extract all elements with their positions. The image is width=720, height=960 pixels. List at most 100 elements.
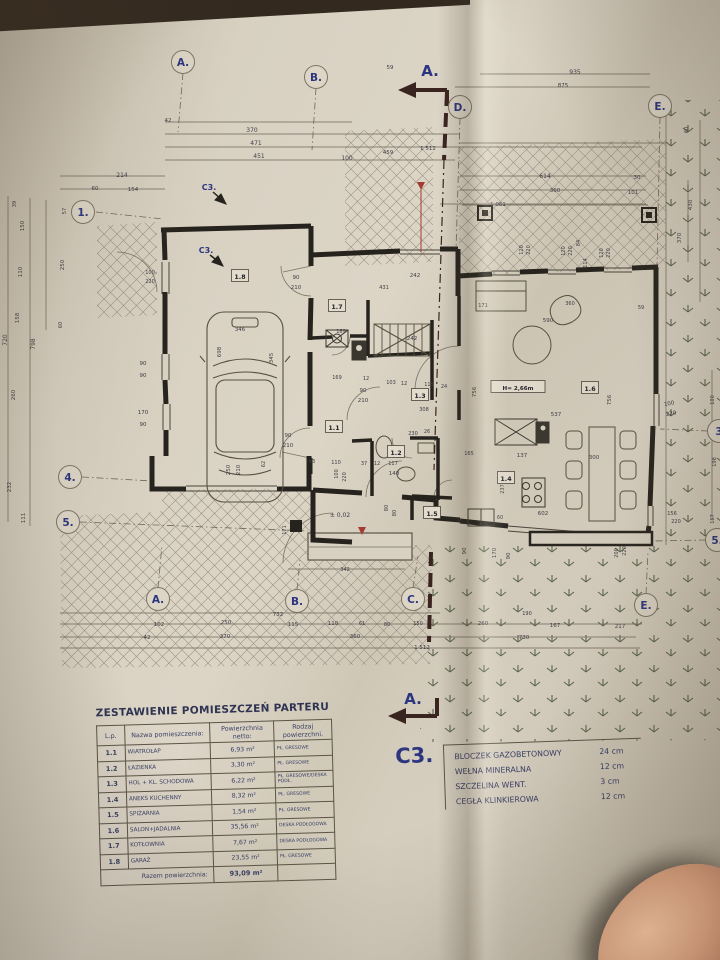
bathroom-fixtures bbox=[375, 435, 435, 482]
svg-text:57: 57 bbox=[62, 208, 68, 214]
svg-text:39: 39 bbox=[12, 201, 18, 207]
svg-text:100: 100 bbox=[334, 469, 340, 479]
svg-text:431: 431 bbox=[379, 285, 389, 291]
columns bbox=[290, 205, 657, 532]
svg-text:150: 150 bbox=[20, 220, 26, 231]
svg-text:59: 59 bbox=[638, 305, 644, 311]
svg-text:± 0,02: ± 0,02 bbox=[330, 512, 350, 519]
svg-text:61: 61 bbox=[359, 621, 365, 627]
svg-text:1.: 1. bbox=[77, 207, 88, 219]
svg-text:720: 720 bbox=[2, 334, 9, 346]
svg-text:12: 12 bbox=[374, 461, 380, 467]
wall-legend-code: C3. bbox=[394, 742, 434, 769]
svg-text:A.: A. bbox=[177, 57, 189, 69]
svg-text:102: 102 bbox=[154, 622, 165, 628]
svg-text:1.1: 1.1 bbox=[328, 425, 339, 432]
car bbox=[199, 311, 291, 503]
axis-bubble-a-bottom: A. bbox=[146, 587, 170, 611]
axis-bubble-b-top: B. bbox=[304, 65, 328, 89]
room-schedule: ZESTAWIENIE POMIESZCZEŃ PARTERU L.p. Naz… bbox=[96, 701, 341, 886]
svg-text:140: 140 bbox=[389, 471, 400, 477]
svg-text:12: 12 bbox=[363, 376, 369, 382]
svg-text:90: 90 bbox=[462, 547, 468, 554]
svg-text:103: 103 bbox=[386, 380, 396, 386]
svg-text:260: 260 bbox=[478, 621, 489, 627]
svg-text:156: 156 bbox=[667, 511, 677, 517]
svg-text:169: 169 bbox=[332, 375, 342, 381]
svg-text:5.: 5. bbox=[62, 517, 73, 529]
svg-text:C3.: C3. bbox=[202, 183, 216, 192]
svg-text:100: 100 bbox=[710, 395, 716, 405]
svg-text:220: 220 bbox=[568, 246, 574, 256]
svg-text:1 512: 1 512 bbox=[420, 146, 436, 152]
axis-bubble-c-bottom: C. bbox=[401, 587, 425, 611]
svg-text:217: 217 bbox=[615, 624, 626, 630]
svg-text:165: 165 bbox=[464, 451, 474, 457]
svg-text:E.: E. bbox=[654, 101, 665, 113]
svg-text:110: 110 bbox=[328, 621, 339, 627]
svg-text:220: 220 bbox=[342, 472, 348, 482]
svg-text:237: 237 bbox=[500, 484, 506, 494]
svg-text:614: 614 bbox=[539, 173, 551, 180]
svg-text:190: 190 bbox=[522, 611, 532, 617]
col-header-lp: L.p. bbox=[96, 725, 125, 746]
svg-text:90: 90 bbox=[360, 388, 367, 394]
stairs bbox=[373, 323, 431, 357]
svg-text:B.: B. bbox=[310, 72, 322, 84]
terrace-bench bbox=[528, 530, 654, 547]
svg-text:115: 115 bbox=[288, 622, 299, 628]
svg-text:1.4: 1.4 bbox=[500, 476, 512, 483]
svg-text:B.: B. bbox=[291, 596, 303, 608]
svg-text:43: 43 bbox=[309, 459, 315, 465]
svg-text:110: 110 bbox=[331, 460, 341, 466]
section-line bbox=[388, 82, 449, 724]
svg-text:5.: 5. bbox=[711, 535, 720, 547]
dimension-lines bbox=[7, 73, 713, 649]
svg-text:84: 84 bbox=[576, 240, 582, 246]
furniture-dining bbox=[565, 426, 637, 522]
svg-text:171: 171 bbox=[282, 525, 288, 535]
svg-text:42: 42 bbox=[144, 635, 151, 641]
interior-walls bbox=[311, 296, 461, 520]
svg-text:730: 730 bbox=[519, 635, 530, 641]
axis-guides bbox=[79, 72, 709, 595]
svg-text:370: 370 bbox=[220, 634, 231, 640]
svg-text:H= 2,66m: H= 2,66m bbox=[503, 386, 534, 392]
svg-text:110: 110 bbox=[18, 266, 24, 277]
paving-hatch bbox=[60, 127, 666, 668]
svg-text:100: 100 bbox=[145, 270, 155, 276]
furniture-living bbox=[475, 280, 582, 365]
svg-text:451: 451 bbox=[253, 153, 265, 160]
svg-text:1.3: 1.3 bbox=[414, 393, 425, 400]
svg-text:154: 154 bbox=[128, 187, 139, 193]
svg-text:1 061: 1 061 bbox=[490, 202, 506, 208]
svg-text:360: 360 bbox=[550, 188, 561, 194]
svg-text:220: 220 bbox=[671, 519, 681, 525]
svg-text:230: 230 bbox=[408, 431, 418, 437]
detail-callout-arrows bbox=[209, 191, 228, 267]
svg-text:1.6: 1.6 bbox=[584, 386, 596, 393]
svg-text:60: 60 bbox=[497, 515, 503, 521]
axis-bubble-5-left: 5. bbox=[56, 510, 80, 534]
svg-text:120: 120 bbox=[599, 248, 605, 258]
svg-text:158: 158 bbox=[15, 312, 21, 323]
svg-text:345: 345 bbox=[269, 352, 275, 363]
svg-text:732: 732 bbox=[273, 612, 284, 618]
svg-text:59: 59 bbox=[387, 65, 394, 71]
svg-text:1.8: 1.8 bbox=[234, 274, 245, 281]
axis-bubble-e-top: E. bbox=[648, 94, 672, 118]
svg-text:798: 798 bbox=[30, 338, 37, 350]
svg-text:300: 300 bbox=[589, 455, 600, 461]
axis-bubble-4-left: 4. bbox=[58, 465, 82, 489]
svg-text:100: 100 bbox=[341, 155, 353, 162]
kitchen-fixtures bbox=[467, 418, 550, 527]
axis-bubble-e-bottom: E. bbox=[634, 593, 658, 617]
col-header-name: Nazwa pomieszczenia: bbox=[124, 722, 211, 746]
svg-text:120: 120 bbox=[561, 246, 567, 256]
svg-text:24: 24 bbox=[441, 384, 447, 390]
svg-text:370: 370 bbox=[677, 232, 683, 243]
svg-text:169: 169 bbox=[336, 329, 346, 335]
svg-text:260: 260 bbox=[11, 389, 17, 400]
